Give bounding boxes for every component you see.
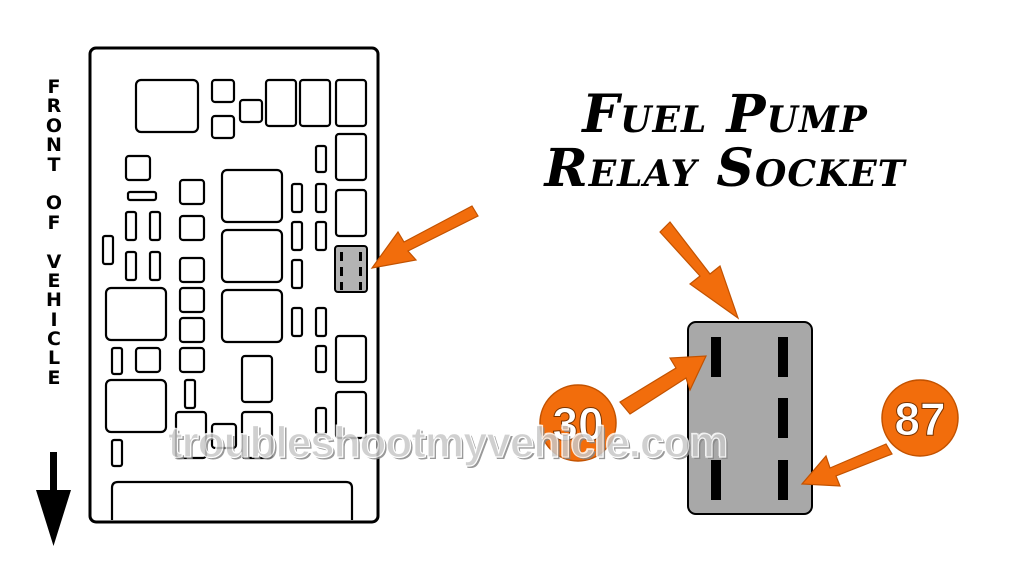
side-label-char: O [45, 114, 63, 137]
side-label-char: F [47, 211, 61, 234]
pointer-arrow-icon [370, 205, 479, 269]
side-label-char: V [46, 250, 62, 273]
side-label-char [51, 233, 58, 252]
side-label-char: L [47, 347, 61, 370]
side-label-char: C [47, 328, 61, 351]
title-pointer-arrow-icon [659, 221, 740, 320]
side-label-char: O [45, 192, 63, 215]
side-label-char: N [46, 134, 62, 157]
side-label-char: E [47, 366, 61, 389]
highlighted-relay-socket [334, 245, 368, 293]
title-line-2: Relay Socket [544, 138, 906, 199]
down-arrow-icon [36, 452, 71, 546]
watermark: troubleshootmyvehicle.com [167, 417, 729, 467]
terminal-87-label: 87 [894, 393, 945, 445]
title-line-1: Fuel Pump [582, 84, 868, 145]
terminal-87-arrow-icon [800, 379, 959, 487]
side-label-char: E [47, 269, 61, 292]
relay-socket-large [687, 321, 813, 515]
side-label-char: F [47, 76, 61, 98]
side-label-char: T [47, 153, 61, 176]
diagram-title: Fuel Pump Relay Socket [490, 88, 960, 196]
side-label-char: R [46, 95, 62, 118]
terminal-30-label: 30 [552, 398, 603, 450]
fuse-box [88, 46, 380, 524]
side-label-char: I [50, 308, 58, 331]
side-label-char: H [46, 289, 62, 312]
terminal-30-arrow-icon [539, 355, 707, 462]
